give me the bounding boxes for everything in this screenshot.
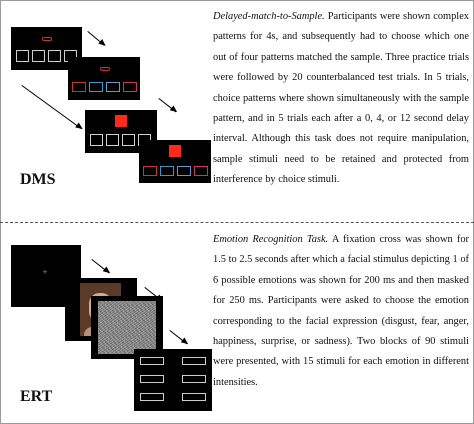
sample-pattern (100, 67, 110, 71)
choice-pattern (143, 166, 157, 176)
ert-description: Emotion Recognition Task. A fixation cro… (213, 230, 469, 393)
response-option (140, 393, 164, 401)
choice-pattern (160, 166, 174, 176)
ert-body: A fixation cross was shown for 1.5 to 2.… (213, 234, 469, 388)
dms-body: Participants were shown complex patterns… (213, 11, 469, 186)
dms-screen-2 (68, 57, 140, 100)
dms-label: DMS (20, 171, 56, 188)
response-option (140, 357, 164, 365)
response-option (140, 375, 164, 383)
choice-box (16, 50, 29, 62)
choice-box (48, 50, 61, 62)
choice-pattern (89, 82, 103, 92)
response-option (182, 357, 206, 365)
choice-pattern (72, 82, 86, 92)
sample-pattern (42, 37, 52, 41)
choice-pattern (106, 82, 120, 92)
dms-description: Delayed-match-to-Sample. Participants we… (213, 7, 469, 191)
choice-pattern (194, 166, 208, 176)
choice-box (106, 134, 119, 146)
noise-mask (98, 301, 156, 354)
red-mask (115, 115, 127, 127)
red-mask (169, 145, 181, 157)
dms-screen-4 (139, 140, 211, 183)
ert-label: ERT (20, 388, 53, 405)
choice-pattern (123, 82, 137, 92)
ert-response-screen (134, 349, 212, 411)
ert-mask-screen (91, 296, 163, 359)
dms-lead: Delayed-match-to-Sample. (213, 11, 325, 22)
choice-box (90, 134, 103, 146)
choice-box (32, 50, 45, 62)
fixation-cross: + (42, 268, 48, 276)
choice-pattern (177, 166, 191, 176)
response-option (182, 393, 206, 401)
panel-divider (0, 222, 474, 223)
choice-box (122, 134, 135, 146)
response-option (182, 375, 206, 383)
ert-lead: Emotion Recognition Task. (213, 234, 329, 245)
